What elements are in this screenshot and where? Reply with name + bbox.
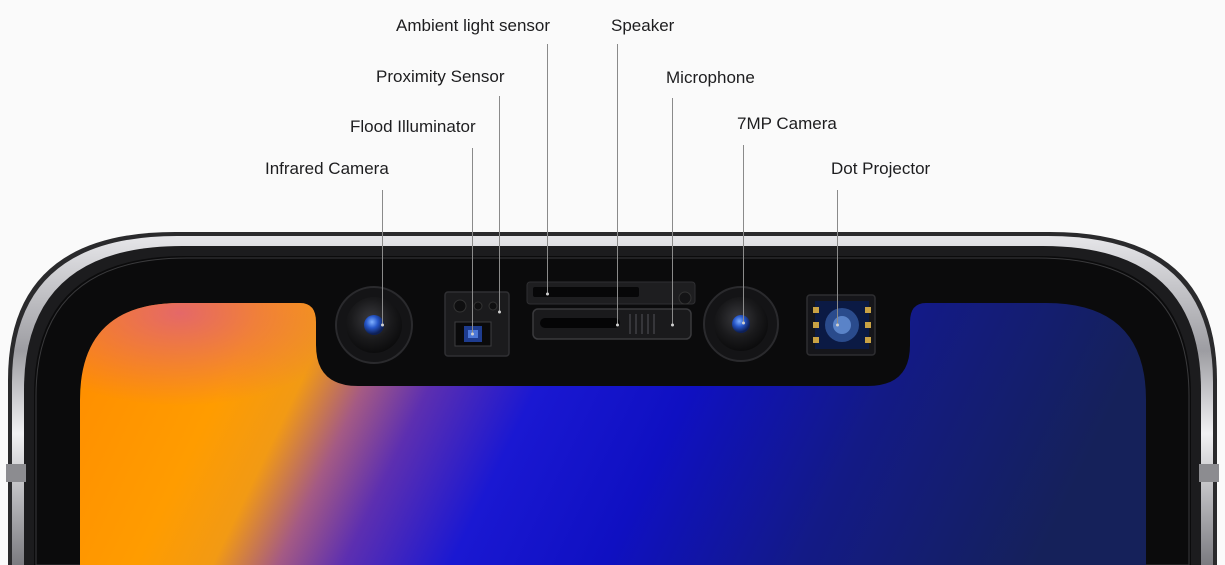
label-microphone: Microphone (666, 68, 755, 87)
infrared-camera-lens-icon (335, 286, 413, 364)
leader-endpoints (381, 292, 839, 336)
label-infrared-camera: Infrared Camera (265, 159, 389, 178)
label-7mp-camera: 7MP Camera (737, 114, 837, 133)
dot-projector-icon (806, 294, 876, 356)
label-speaker: Speaker (611, 16, 675, 35)
ambient-light-sensor-icon (533, 287, 639, 297)
proximity-sensor-icon (453, 299, 498, 313)
leader-lines (382, 44, 838, 334)
side-button-left (6, 464, 26, 482)
label-dot-projector: Dot Projector (831, 159, 931, 178)
microphone-icon (629, 314, 655, 334)
label-flood-illuminator: Flood Illuminator (350, 117, 476, 136)
label-proximity-sensor: Proximity Sensor (376, 67, 505, 86)
side-button-right (1199, 464, 1219, 482)
front-camera-lens-icon (703, 286, 779, 362)
label-ambient-light-sensor: Ambient light sensor (396, 16, 551, 35)
earpiece-assembly (526, 281, 696, 340)
